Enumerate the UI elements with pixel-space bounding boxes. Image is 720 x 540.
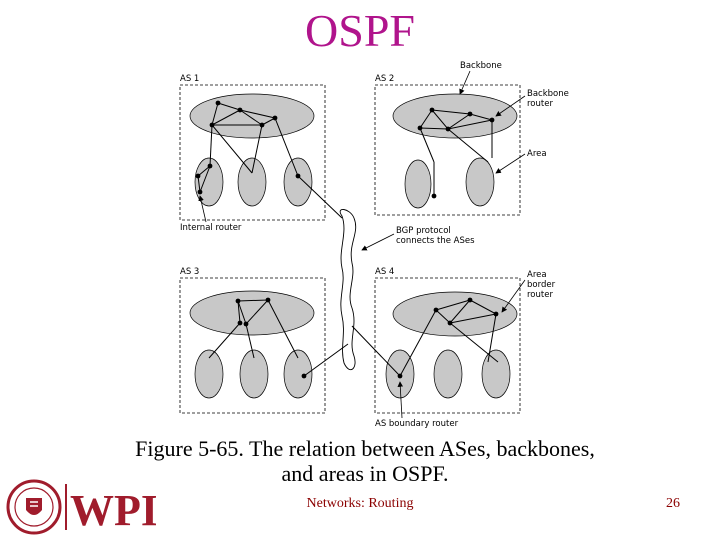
- as2-links: [419, 109, 493, 196]
- as2-backbone: [392, 93, 518, 139]
- caption-line-2: and areas in OSPF.: [281, 461, 449, 486]
- backbone-router-callout-1: Backbone: [527, 89, 569, 99]
- as2-box: [374, 84, 521, 216]
- as3-area-3: [283, 349, 313, 399]
- as1-label: AS 1: [180, 74, 199, 84]
- as3-area-1: [194, 349, 224, 399]
- as-boundary-callout: AS boundary router: [375, 419, 459, 429]
- as4-routers: [397, 297, 499, 379]
- as3-label: AS 3: [180, 267, 199, 277]
- as4-area-2: [433, 349, 463, 399]
- wpi-logo: WPI: [6, 479, 156, 535]
- page-number: 26: [666, 496, 680, 511]
- ospf-diagram: AS 1 AS 2 AS 3 AS 4: [179, 61, 569, 429]
- as3-backbone: [189, 290, 315, 336]
- as1-box: [179, 84, 326, 221]
- as4-label: AS 4: [375, 267, 394, 277]
- as1-area-1: [194, 157, 224, 207]
- area-callout: Area: [527, 149, 547, 159]
- as3-links: [208, 299, 349, 377]
- as2-area-2: [465, 157, 495, 207]
- slide-title: OSPF: [305, 5, 415, 56]
- bgp-callout-2: connects the ASes: [396, 236, 475, 246]
- as1-links: [197, 102, 343, 219]
- as1-area-2: [237, 157, 267, 207]
- as3-area-2: [239, 349, 269, 399]
- as3-box: [179, 277, 326, 414]
- bgp-callout-1: BGP protocol: [396, 226, 451, 236]
- area-border-callout-3: router: [527, 290, 553, 300]
- figure-caption: Figure 5-65. The relation between ASes, …: [95, 436, 635, 486]
- as2-area-1: [404, 159, 432, 209]
- as2-routers: [417, 107, 495, 199]
- as2-label: AS 2: [375, 74, 394, 84]
- as1-backbone: [189, 93, 315, 139]
- footer-topic: Networks: Routing: [306, 496, 414, 511]
- callout-arrows: [198, 70, 526, 419]
- backbone-router-callout-2: router: [527, 99, 553, 109]
- as1-area-3: [283, 157, 313, 207]
- backbone-callout: Backbone: [460, 61, 502, 71]
- as4-area-3: [481, 349, 511, 399]
- wpi-wordmark: WPI: [70, 486, 156, 535]
- as3-routers: [235, 297, 307, 379]
- as4-backbone: [392, 291, 518, 337]
- area-border-callout-1: Area: [527, 270, 547, 280]
- as4-links: [351, 299, 499, 377]
- internal-router-callout: Internal router: [180, 223, 242, 233]
- as4-box: [374, 277, 521, 414]
- area-border-callout-2: border: [527, 280, 556, 290]
- bgp-cloud: [339, 209, 357, 371]
- as1-routers: [195, 100, 301, 195]
- caption-line-1: Figure 5-65. The relation between ASes, …: [135, 436, 595, 461]
